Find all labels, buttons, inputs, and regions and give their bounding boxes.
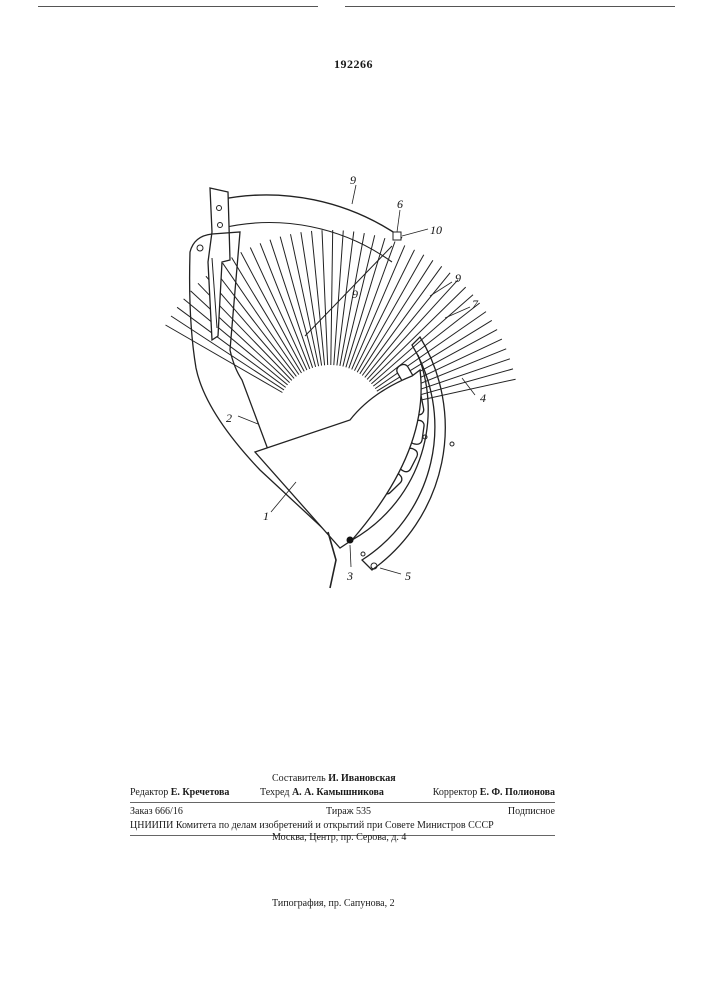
leader-8 [352, 185, 356, 204]
label-3: 3 [346, 569, 353, 583]
bolt-hole [361, 552, 365, 556]
label-6: 6 [397, 197, 403, 211]
label-9-right: 9 [455, 271, 461, 285]
label-9-center: 9 [352, 287, 358, 301]
corrector-line: Корректор Е. Ф. Полионова [433, 787, 555, 799]
printing-line: Типография, пр. Сапунова, 2 [272, 898, 395, 910]
fin-line [191, 291, 290, 383]
leader-3 [350, 545, 351, 567]
institute-line: ЦНИИПИ Комитета по делам изобретений и о… [130, 820, 494, 832]
label-5: 5 [405, 569, 411, 583]
fin-line [260, 243, 310, 369]
fin-line [352, 245, 405, 369]
fin-line [223, 263, 299, 374]
label-10: 10 [430, 223, 442, 237]
comb-ring-8 [218, 195, 402, 238]
circulation: Тираж 535 [326, 806, 371, 818]
fin-line [171, 316, 284, 390]
leader-2 [238, 416, 258, 424]
leader-6 [397, 210, 400, 232]
techred-line: Техред А. А. Камышникова [260, 787, 384, 799]
fin-line [360, 260, 433, 374]
leader-5 [380, 568, 401, 574]
lower-plate-1 [255, 370, 421, 548]
label-8: 9 [350, 173, 356, 187]
editor-line: Редактор Е. Кречетова [130, 787, 229, 799]
subscription: Подписное [508, 806, 555, 818]
order-number: Заказ 666/16 [130, 806, 183, 818]
leader-10 [402, 229, 428, 236]
bolt-10 [393, 232, 401, 240]
label-1: 1 [263, 509, 269, 523]
comb-ring-8-inner [222, 223, 392, 262]
fin-line [369, 287, 465, 381]
label-2: 2 [226, 411, 232, 425]
fin-line [367, 280, 458, 380]
fin-line [375, 312, 486, 389]
sector-hole-2 [450, 442, 454, 446]
leader-1 [271, 482, 296, 512]
frame-hole [197, 245, 203, 251]
address-line: Москва, Центр, пр. Серова, д. 4 [272, 832, 406, 844]
pin-3 [347, 537, 354, 544]
compiler-line: Составитель И. Ивановская [272, 773, 396, 785]
fin-line [343, 235, 375, 366]
fin-line [331, 230, 333, 365]
label-7: 7 [472, 297, 479, 311]
label-4: 4 [480, 391, 486, 405]
